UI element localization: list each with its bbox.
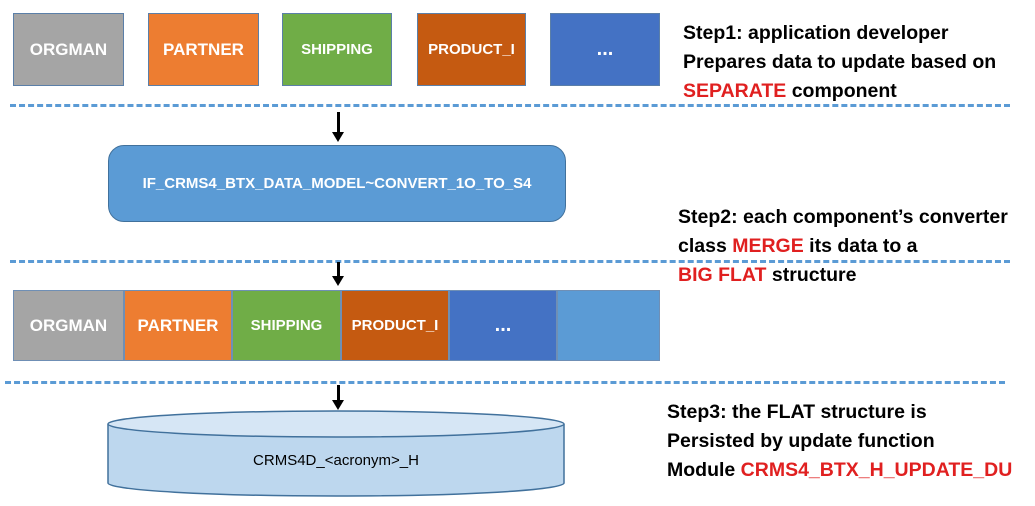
separator-line-1 — [10, 104, 1010, 107]
step2-line1: Step2: each component’s converter — [678, 206, 1008, 228]
database-table-label: CRMS4D_<acronym>_H — [253, 452, 419, 469]
top-component-shipping: SHIPPING — [282, 13, 392, 86]
separator-line-3 — [5, 381, 1005, 384]
top-component-more: ... — [550, 13, 660, 86]
step1-line3-rest: component — [786, 80, 897, 102]
step2-highlight-big-flat: BIG FLAT — [678, 264, 767, 286]
flat-segment-label: SHIPPING — [250, 317, 323, 334]
flat-segment-product-i: PRODUCT_I — [341, 290, 449, 361]
flat-segment-more: ... — [449, 290, 557, 361]
arrow-3-head — [332, 400, 344, 410]
step2-line3-rest: structure — [766, 264, 857, 286]
step3-line1: Step3: the FLAT structure is — [667, 401, 927, 423]
top-component-label: ORGMAN — [29, 39, 108, 59]
arrow-2-head — [332, 276, 344, 286]
step2-text: Step2: each component’s converter class … — [678, 203, 1008, 290]
flat-segment-shipping: SHIPPING — [232, 290, 341, 361]
arrow-1-head — [332, 132, 344, 142]
top-component-label: PRODUCT_I — [428, 41, 515, 58]
top-component-product-i: PRODUCT_I — [417, 13, 526, 86]
flat-segment-remaining — [557, 290, 660, 361]
top-component-label: SHIPPING — [301, 41, 373, 58]
top-component-partner: PARTNER — [148, 13, 259, 86]
arrow-1-shaft — [337, 112, 340, 134]
step1-text: Step1: application developer Prepares da… — [683, 19, 996, 106]
arrow-3-shaft — [337, 385, 340, 402]
step1-line3: SEPARATE component — [683, 77, 996, 106]
step2-highlight-merge: MERGE — [732, 235, 804, 257]
top-component-label: ... — [596, 38, 614, 60]
step2-line2-pre: class — [678, 235, 733, 257]
converter-method-box: IF_CRMS4_BTX_DATA_MODEL~CONVERT_1O_TO_S4 — [108, 145, 566, 222]
step3-line3: Module CRMS4_BTX_H_UPDATE_DU — [667, 456, 1012, 485]
step1-line2: Prepares data to update based on — [683, 51, 997, 73]
top-component-label: PARTNER — [163, 39, 244, 59]
database-cylinder-icon — [107, 410, 565, 497]
step3-line3-pre: Module — [667, 459, 741, 481]
step3-text: Step3: the FLAT structure is Persisted b… — [667, 398, 1012, 485]
separator-line-2 — [10, 260, 1010, 263]
step3-highlight: CRMS4_BTX_H_UPDATE_DU — [740, 459, 1013, 481]
flat-segment-label: ORGMAN — [29, 315, 108, 335]
step2-line3: BIG FLAT structure — [678, 261, 1008, 290]
flat-segment-partner: PARTNER — [124, 290, 232, 361]
flat-segment-label: PARTNER — [137, 315, 219, 335]
flat-segment-orgman: ORGMAN — [13, 290, 124, 361]
top-component-orgman: ORGMAN — [13, 13, 124, 86]
flat-segment-label: ... — [494, 314, 512, 336]
step1-line1: Step1: application developer — [683, 22, 949, 44]
step3-line2: Persisted by update function — [667, 430, 935, 452]
converter-method-label: IF_CRMS4_BTX_DATA_MODEL~CONVERT_1O_TO_S4 — [142, 175, 532, 192]
arrow-2-shaft — [337, 262, 340, 278]
step2-line2-rest: its data to a — [803, 235, 918, 257]
step1-highlight: SEPARATE — [683, 80, 787, 102]
step2-line2: class MERGE its data to a — [678, 232, 1008, 261]
flat-segment-label: PRODUCT_I — [351, 317, 439, 334]
